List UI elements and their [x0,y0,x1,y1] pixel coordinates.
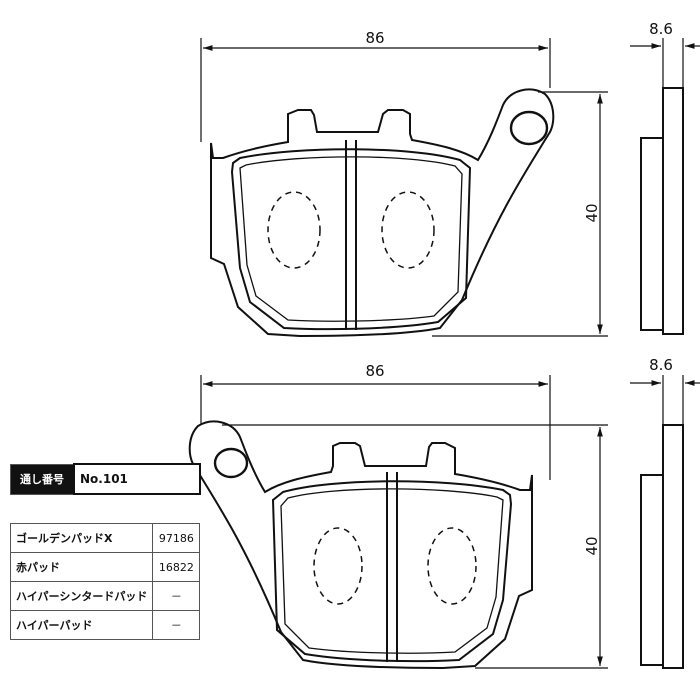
bottom-pad-left-shim-outline [313,527,363,605]
top-pad-front-view [210,88,555,338]
bottom-width-dimension [200,375,551,480]
row-label-red-pad: 赤パッド [9,552,154,582]
bottom-pad-front-view [188,420,533,670]
top-thickness-dimension [630,38,700,88]
bottom-pad-right-shim-outline [427,527,477,605]
row-label-golden-pad: ゴールデンパッドX [9,523,154,553]
table-row: ハイパーパッド － [9,610,201,640]
bottom-pad-backplate-outline [188,420,533,670]
bottom-pad-mount-hole [213,447,249,479]
row-value-red-pad: 16822 [152,552,201,582]
top-pad-side-view [640,87,684,335]
bottom-thickness-dimension [630,375,700,425]
bottom-height-label: 40 [583,536,601,555]
bottom-thickness-label: 8.6 [649,356,673,374]
top-pad-friction-inner-outline [239,156,463,322]
row-value-hyper-pad: － [152,610,201,640]
table-spacer [11,494,200,524]
bottom-width-label: 86 [365,362,384,380]
bottom-pad-friction-outline [271,480,513,663]
top-height-dimension [432,91,608,337]
top-pad-backplate-outline [210,88,555,338]
row-value-golden-pad: 97186 [152,523,201,553]
row-label-hyper-sintered-pad: ハイパーシンタードパッド [9,581,154,611]
table-row: ハイパーシンタードパッド － [9,581,201,611]
top-width-label: 86 [365,29,384,47]
top-height-label: 40 [583,203,601,222]
spec-table-header: 通し番号 No.101 [10,463,201,495]
top-pad-left-shim-outline [267,191,321,269]
bottom-pad-friction-inner-outline [280,488,504,654]
table-row: ゴールデンパッドX 97186 [9,523,201,553]
table-row: 赤パッド 16822 [9,552,201,582]
serial-number-label: 通し番号 [10,463,75,495]
top-pad-mount-hole [509,110,549,146]
row-value-hyper-sintered-pad: － [152,581,201,611]
top-width-dimension [200,38,551,142]
top-thickness-label: 8.6 [649,20,673,38]
top-pad-friction-outline [230,148,472,331]
bottom-height-dimension [222,424,608,669]
spec-table: 通し番号 No.101 ゴールデンパッドX 97186 赤パッド 16822 ハ… [9,463,201,640]
top-pad-right-shim-outline [381,191,435,269]
row-label-hyper-pad: ハイパーパッド [9,610,154,640]
bottom-pad-side-view [640,424,684,669]
serial-number-value: No.101 [73,463,201,495]
